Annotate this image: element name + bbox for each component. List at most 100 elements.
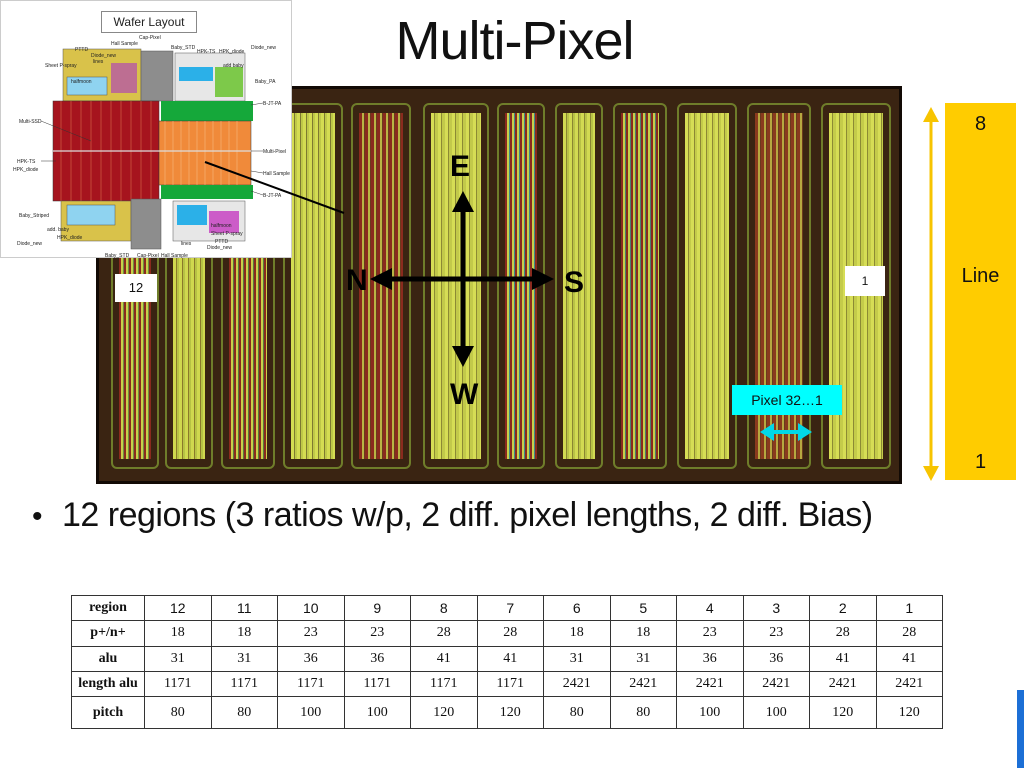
table-cell: 100 [343,696,411,729]
table-cell: 28 [476,620,544,647]
table-cell: 23 [277,620,345,647]
label-hall-sample-2: Hall Sample [263,171,290,177]
table-cell: 8 [410,594,478,622]
region-6 [497,103,545,469]
label-hpk-diode-2: HPK_diode [13,167,39,173]
table-cell: 10 [277,594,345,622]
table-cell: 1171 [476,670,544,698]
label-baby-std-2: Baby_STD [105,253,130,259]
label-halfmoon: halfmoon [71,79,92,85]
compass-west: W [450,378,479,411]
table-cell: 100 [277,696,345,729]
wafer-layout-title: Wafer Layout [101,11,197,33]
table-cell: 2421 [609,670,677,698]
table-cell: 5 [609,594,677,622]
table-cell: 23 [343,620,411,647]
table-cell: 1171 [144,670,212,698]
table-cell: 18 [543,620,611,647]
row-header: length alu [71,670,145,698]
table-cell: 4 [676,594,744,622]
label-add-baby-2: add. baby [47,227,69,233]
table-cell: 1171 [210,670,278,698]
table-row-length-alu: length alu 1171 1171 1171 1171 1171 1171… [71,670,943,698]
table-cell: 2 [809,594,877,622]
label-hpk-ts: HPK-TS [197,49,216,55]
table-cell: 80 [144,696,212,729]
table-cell: 41 [809,645,877,672]
wafer-layout-inset: Wafer Layout Hall Sample Cap-Pixel PTTD … [0,0,292,259]
table-cell: 1171 [343,670,411,698]
label-halfmoon-2: halfmoon [211,223,232,229]
label-diode-new-2: Diode_new [251,45,277,51]
table-row-pn: p+/n+ 18 18 23 23 28 28 18 18 23 23 28 2… [71,620,943,647]
table-cell: 1171 [410,670,478,698]
row-header: region [71,594,145,622]
label-cap-pixel: Cap-Pixel [139,35,161,41]
table-cell: 100 [676,696,744,729]
label-baby-pa: Baby_PA [255,79,276,85]
table-cell: 18 [210,620,278,647]
label-diode-new: Diode_new [91,53,117,59]
table-row-pitch: pitch 80 80 100 100 120 120 80 80 100 10… [71,696,943,729]
table-row-alu: alu 31 31 36 36 41 41 31 31 36 36 41 41 [71,645,943,672]
table-cell: 1171 [277,670,345,698]
table-cell: 120 [809,696,877,729]
region-3 [677,103,737,469]
table-cell: 31 [609,645,677,672]
table-cell: 2421 [676,670,744,698]
compass-arrows [370,191,554,367]
region-label-1: 1 [845,266,885,296]
table-cell: 80 [543,696,611,729]
label-hpk-diode-3: HPK_diode [57,235,83,241]
parameters-table: region 12 11 10 9 8 7 6 5 4 3 2 1 p+/n+ … [71,594,943,729]
line-bar: 8 Line 1 [945,103,1016,480]
label-sheet-pspray-2: Sheet P-spray [211,231,243,237]
table-cell: 41 [476,645,544,672]
label-baby-striped: Baby_Striped [19,213,50,219]
region-label-12: 12 [115,274,157,302]
slide-title: Multi-Pixel [395,11,634,71]
label-pttd-2: PTTD [215,239,229,245]
label-multi-pixel: Multi-Pixel [263,149,287,155]
compass-south: S [564,266,585,299]
region-7 [423,103,489,469]
table-cell: 31 [144,645,212,672]
pixel-range-label: Pixel 32…1 [732,385,842,415]
table-cell: 28 [410,620,478,647]
table-cell: 36 [676,645,744,672]
table-cell: 28 [875,620,943,647]
label-lines-2: lines [181,241,192,247]
slide-edge-accent [1017,690,1024,768]
label-hpk-diode: HPK_diode [219,49,245,55]
table-cell: 36 [742,645,810,672]
label-add-baby: add baby [223,63,244,69]
inset-connector-line [204,161,345,214]
label-bjt-pa-2: B-JT-PA [263,193,282,199]
table-cell: 9 [343,594,411,622]
bullet-dot: • [32,500,43,533]
label-sheet-pspray: Sheet P-spray [45,63,77,69]
row-header: pitch [71,696,145,729]
label-lines: lines [93,59,104,65]
row-header: p+/n+ [71,620,145,647]
table-cell: 31 [543,645,611,672]
label-multi-ssd: Multi-SSD [19,119,42,125]
label-diode-new-3: Diode_new [17,241,43,247]
table-cell: 100 [742,696,810,729]
label-baby-std: Baby_STD [171,45,196,51]
table-cell: 2421 [543,670,611,698]
region-5 [555,103,603,469]
wafer-diagram [40,48,264,250]
line-range-arrow [923,107,939,481]
table-cell: 80 [210,696,278,729]
label-hpk-ts-2: HPK-TS [17,159,36,165]
table-cell: 36 [343,645,411,672]
table-cell: 6 [543,594,611,622]
label-hall-sample: Hall Sample [111,41,138,47]
label-hall-sample-3: Hall Sample [161,253,188,259]
table-cell: 36 [277,645,345,672]
table-cell: 80 [609,696,677,729]
bullet-text: 12 regions (3 ratios w/p, 2 diff. pixel … [62,496,873,534]
label-cap-pixel-2: Cap-Pixel [137,253,159,259]
label-bjt-pa: B-JT-PA [263,101,282,107]
